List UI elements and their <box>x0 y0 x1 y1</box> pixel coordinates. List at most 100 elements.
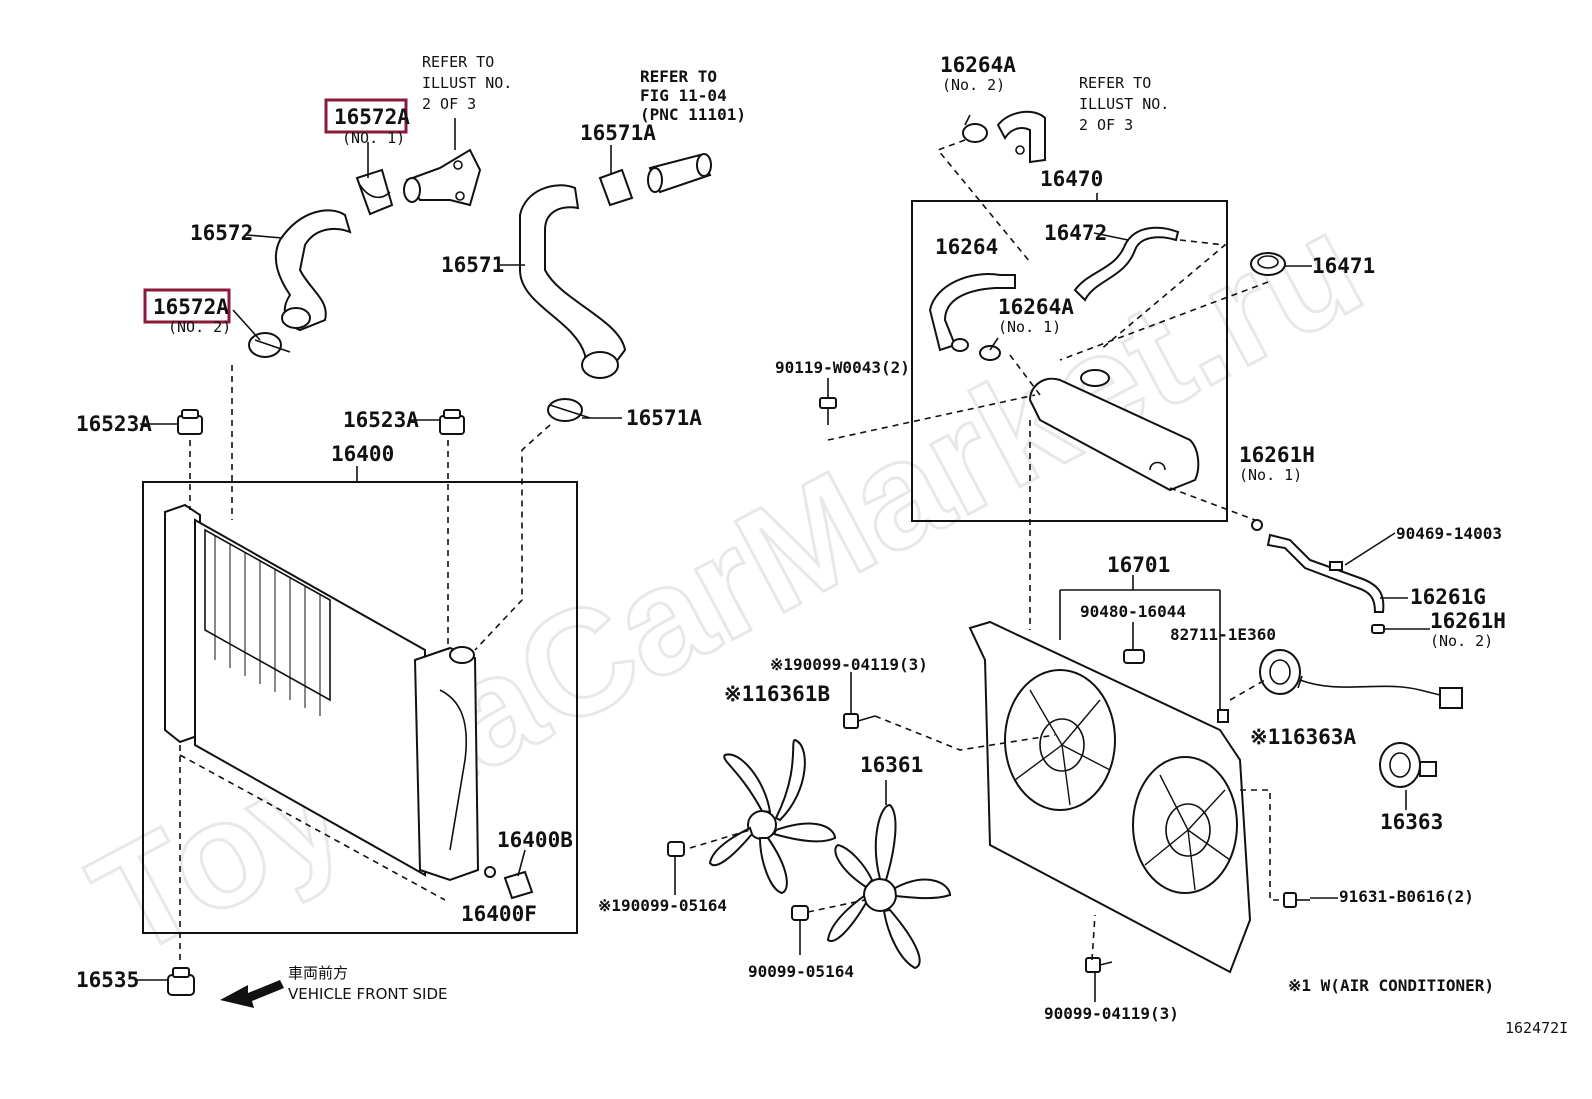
hose-clamp-16571A-top[interactable] <box>598 168 634 207</box>
cooling-fan-16361B[interactable] <box>708 738 837 895</box>
part-sublabel: (NO. 2) <box>168 318 231 336</box>
reservoir-pipe[interactable] <box>996 110 1046 164</box>
svg-text:REFER TO: REFER TO <box>1079 74 1151 92</box>
assembly-lines-right <box>689 139 1285 961</box>
part-label-16472[interactable]: 16472 <box>1044 221 1107 245</box>
label-refer-illust-left: REFER TO ILLUST NO. 2 OF 3 <box>422 53 512 113</box>
hose-clamp-16264A-no2[interactable] <box>962 114 988 143</box>
clip-90469[interactable] <box>1329 561 1343 571</box>
part-label-190099-04119[interactable]: ※190099-04119(3) <box>770 655 928 674</box>
part-label-90099-04119[interactable]: 90099-04119(3) <box>1044 1004 1179 1023</box>
part-label-16470[interactable]: 16470 <box>1040 167 1103 191</box>
part-label-16571A-top[interactable]: 16571A <box>580 121 656 145</box>
bolt-90119[interactable] <box>819 397 837 425</box>
part-label-16363A[interactable]: ※116363A <box>1250 725 1356 749</box>
part-label-16264[interactable]: 16264 <box>935 235 998 259</box>
fan-shroud-16701[interactable] <box>968 620 1252 974</box>
svg-text:ILLUST NO.: ILLUST NO. <box>1079 95 1169 113</box>
part-sublabel: (No. 1) <box>998 318 1061 336</box>
hose-clamp-16571A-bottom[interactable] <box>547 398 591 422</box>
drain-hose-16261G[interactable] <box>1266 533 1385 613</box>
part-label-16261H-no1[interactable]: 16261H <box>1239 443 1315 467</box>
hose-clamp-no2[interactable] <box>248 332 291 358</box>
part-sublabel: (NO. 1) <box>342 129 405 147</box>
svg-text:2 OF 3: 2 OF 3 <box>1079 116 1133 134</box>
part-label-90099-05164[interactable]: 90099-05164 <box>748 962 854 981</box>
hose-clamp-no1[interactable] <box>355 168 394 216</box>
front-note-en: VEHICLE FRONT SIDE <box>288 985 448 1003</box>
reservoir-hose-16264[interactable] <box>928 273 1016 352</box>
part-label-16572A-no2[interactable]: 16572A <box>153 295 229 319</box>
cushion-90480[interactable] <box>1123 649 1145 664</box>
part-label-16400F[interactable]: 16400F <box>461 902 537 926</box>
svg-text:ILLUST NO.: ILLUST NO. <box>422 74 512 92</box>
leader-lines-left <box>137 142 622 981</box>
radiator-cap-16523A-left[interactable] <box>177 409 203 435</box>
overflow-hose-16472[interactable] <box>1073 226 1180 302</box>
footnote-air-conditioner: ※1 W(AIR CONDITIONER) <box>1288 976 1494 995</box>
svg-text:REFER TO: REFER TO <box>640 67 717 86</box>
part-label-90480[interactable]: 90480-16044 <box>1080 602 1186 621</box>
svg-text:(PNC 11101): (PNC 11101) <box>640 105 746 124</box>
hose-clamp-16261H-no2[interactable] <box>1371 624 1385 634</box>
clip-82711[interactable] <box>1217 709 1229 723</box>
part-label-16363[interactable]: 16363 <box>1380 810 1443 834</box>
cushion-16535[interactable] <box>167 967 195 996</box>
water-outlet[interactable] <box>403 148 482 207</box>
part-label-16400B[interactable]: 16400B <box>497 828 573 852</box>
fan-motor-16363[interactable] <box>1379 742 1437 788</box>
part-label-16535[interactable]: 16535 <box>76 968 139 992</box>
radiator-assembly[interactable] <box>164 503 480 882</box>
bolt-190099-04119[interactable] <box>843 713 876 729</box>
radiator-cap-16523A-right[interactable] <box>439 409 465 435</box>
nut-90099-05164[interactable] <box>791 905 809 921</box>
hose-clamp-16264A-no1[interactable] <box>979 345 1001 361</box>
part-label-16261G[interactable]: 16261G <box>1410 585 1486 609</box>
part-label-16361B[interactable]: ※116361B <box>724 682 830 706</box>
part-label-16523A-right[interactable]: 16523A <box>343 408 419 432</box>
part-label-190099-05164[interactable]: ※190099-05164 <box>598 896 727 915</box>
part-label-90469[interactable]: 90469-14003 <box>1396 524 1502 543</box>
highlight-box-16572A-no1 <box>324 98 408 134</box>
cooling-fan-16361[interactable] <box>826 803 952 970</box>
part-label-16571A-bottom[interactable]: 16571A <box>626 406 702 430</box>
diagram-id: 162472I <box>1505 1019 1568 1037</box>
part-label-16701[interactable]: 16701 <box>1107 553 1170 577</box>
part-label-16572[interactable]: 16572 <box>190 221 253 245</box>
assembly-line <box>474 424 551 651</box>
bolt-91631[interactable] <box>1283 892 1310 908</box>
part-label-16400[interactable]: 16400 <box>331 442 394 466</box>
hose-clamp-16261H-no1[interactable] <box>1251 519 1263 531</box>
part-label-16264A-no1[interactable]: 16264A <box>998 295 1074 319</box>
part-label-16572A-no1[interactable]: 16572A <box>334 105 410 129</box>
inlet-pipe[interactable] <box>647 153 712 194</box>
part-label-16264A-no2[interactable]: 16264A <box>940 53 1016 77</box>
part-sublabel: (No. 1) <box>1239 466 1302 484</box>
part-label-16261H-no2[interactable]: 16261H <box>1430 609 1506 633</box>
bolt-90099-04119[interactable] <box>1085 957 1113 973</box>
svg-text:FIG 11-04: FIG 11-04 <box>640 86 727 105</box>
fan-motor-16363A[interactable] <box>1259 649 1463 709</box>
part-label-16571[interactable]: 16571 <box>441 253 504 277</box>
svg-text:2 OF 3: 2 OF 3 <box>422 95 476 113</box>
reservoir-cap-16471[interactable] <box>1250 252 1286 276</box>
lower-radiator-hose[interactable] <box>519 184 627 379</box>
nut-190099-05164[interactable] <box>667 841 685 857</box>
part-label-16361[interactable]: 16361 <box>860 753 923 777</box>
label-refer-fig: REFER TO FIG 11-04 (PNC 11101) <box>640 67 746 124</box>
radiator-group-box <box>142 481 578 934</box>
front-note-jp: 車両前方 <box>288 964 348 982</box>
reservoir-tank[interactable] <box>1028 369 1200 492</box>
o-ring-16400F[interactable] <box>484 866 496 878</box>
part-label-91631[interactable]: 91631-B0616(2) <box>1339 887 1474 906</box>
part-label-82711[interactable]: 82711-1E360 <box>1170 625 1276 644</box>
upper-radiator-hose[interactable] <box>274 209 352 332</box>
part-label-16523A-left[interactable]: 16523A <box>76 412 152 436</box>
part-label-16471[interactable]: 16471 <box>1312 254 1375 278</box>
part-label-90119[interactable]: 90119-W0043(2) <box>775 358 910 377</box>
front-direction-arrow <box>220 980 284 1008</box>
highlight-box-16572A-no2 <box>143 288 231 324</box>
svg-text:REFER TO: REFER TO <box>422 53 494 71</box>
